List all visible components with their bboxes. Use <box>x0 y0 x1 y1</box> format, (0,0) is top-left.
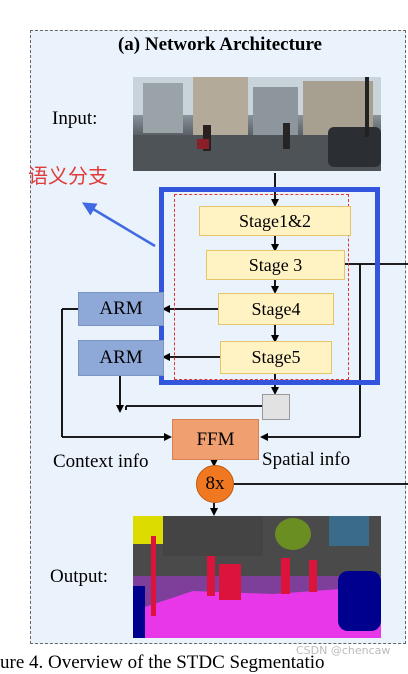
branch-pointer-arrow <box>81 202 156 248</box>
diagram-title: (a) Network Architecture <box>117 34 322 55</box>
output-segmentation-image <box>133 516 381 638</box>
arm-block-1: ARM <box>78 292 164 326</box>
watermark: CSDN @chencaw <box>296 644 391 657</box>
stage-4: Stage4 <box>218 293 334 325</box>
context-info-label: Context info <box>53 451 149 472</box>
output-label: Output: <box>50 566 109 587</box>
input-label: Input: <box>52 108 98 129</box>
stage-1-2: Stage1&2 <box>199 206 351 236</box>
stage-5: Stage5 <box>220 341 332 374</box>
backbone-dashed-box <box>174 194 349 380</box>
upsample-8x-node: 8x <box>196 465 234 503</box>
arm-block-2: ARM <box>78 340 164 376</box>
stage-3: Stage 3 <box>206 250 345 280</box>
figure-caption: ure 4. Overview of the STDC Segmentatio <box>0 652 325 673</box>
semantic-branch-highlight <box>159 187 380 385</box>
spatial-info-label: Spatial info <box>262 449 351 470</box>
input-image <box>133 77 381 171</box>
global-pool-block <box>262 394 290 420</box>
semantic-branch-label: 语义分支 <box>28 164 108 188</box>
ffm-block: FFM <box>172 419 259 460</box>
